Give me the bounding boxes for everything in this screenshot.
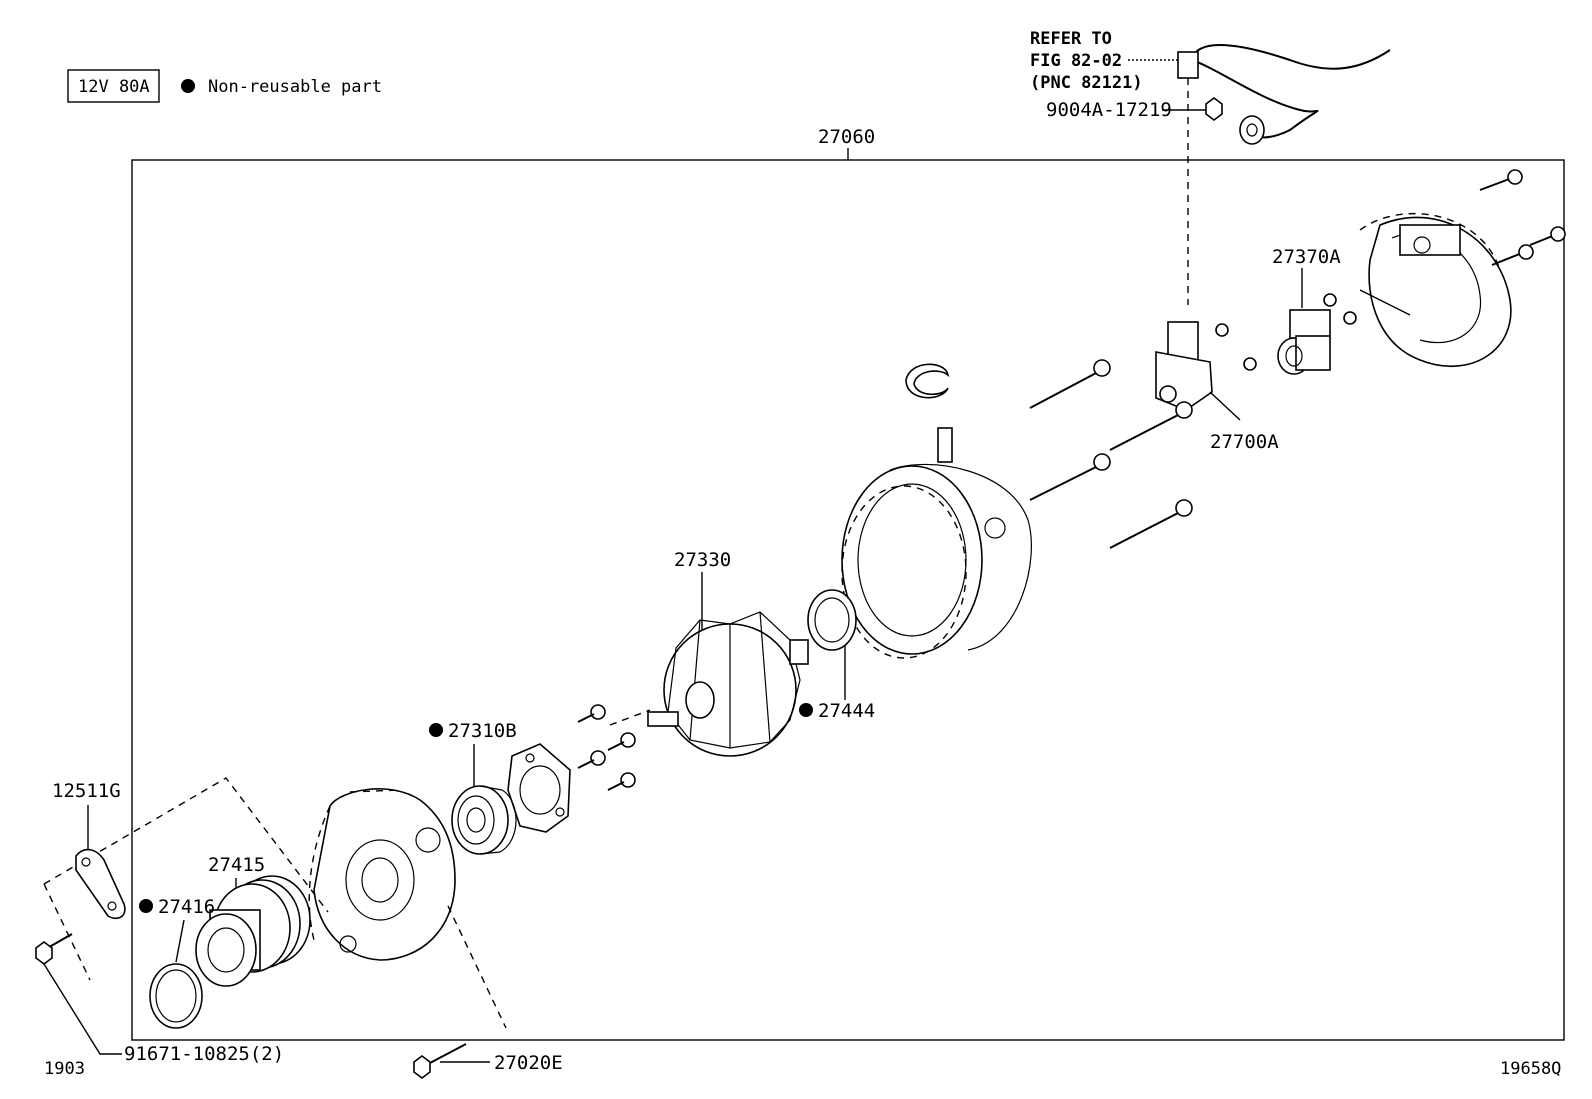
spec-box-label: 12V 80A: [78, 77, 150, 97]
non-reusable-27416-icon: [139, 899, 153, 913]
leader-91671: [43, 963, 122, 1055]
refer-line-1: REFER TO: [1030, 29, 1112, 49]
bolt-91671: [35, 933, 73, 965]
regulator-27700a: [1155, 321, 1257, 411]
date-code: 1903: [44, 1059, 85, 1079]
stator-frame: [841, 427, 1032, 659]
small-screws: [577, 704, 651, 791]
wire-harness: [1177, 44, 1391, 305]
rear-cover: [1359, 212, 1512, 368]
figure-id: 19658Q: [1500, 1059, 1561, 1079]
leader-27416: [175, 919, 185, 963]
label-27330: 27330: [674, 549, 731, 571]
bracket-dashed-outline: [43, 777, 507, 1029]
spec-box: [67, 69, 160, 103]
label-91671: 91671-10825(2): [124, 1043, 284, 1065]
non-reusable-27310b-icon: [429, 723, 443, 737]
leader-27700a: [1209, 391, 1241, 421]
nut-9004a: [1205, 97, 1265, 145]
brush-holder-27370a: [1277, 309, 1331, 375]
label-27444: 27444: [818, 700, 875, 722]
screw-group-rear: [1323, 169, 1566, 325]
retaining-clip: [905, 363, 950, 399]
label-27060: 27060: [818, 126, 875, 148]
refer-line-3: (PNC 82121): [1030, 73, 1143, 93]
ring-27416: [149, 963, 203, 1029]
ring-27444: [807, 589, 857, 651]
bearing-retainer-plate: [507, 743, 571, 833]
label-12511g: 12511G: [52, 780, 121, 802]
plate-12511g: [75, 848, 126, 920]
non-reusable-bullet-icon: [181, 79, 195, 93]
pulley-27415: [195, 875, 311, 987]
label-9004a-17219: 9004A-17219: [1046, 99, 1172, 121]
label-27415: 27415: [208, 854, 265, 876]
through-bolts: [1029, 359, 1193, 549]
label-27700a: 27700A: [1210, 431, 1279, 453]
non-reusable-27444-icon: [799, 703, 813, 717]
label-27416: 27416: [158, 896, 215, 918]
bolt-27020e: [413, 1043, 467, 1079]
drive-end-frame: [308, 788, 456, 961]
bearing-27310b: [451, 785, 517, 855]
label-27310b: 27310B: [448, 720, 517, 742]
label-27370a: 27370A: [1272, 246, 1341, 268]
non-reusable-note: Non-reusable part: [208, 77, 382, 97]
refer-line-2: FIG 82-02: [1030, 51, 1122, 71]
rotor-27330: [647, 611, 809, 757]
label-27020e: 27020E: [494, 1052, 563, 1074]
